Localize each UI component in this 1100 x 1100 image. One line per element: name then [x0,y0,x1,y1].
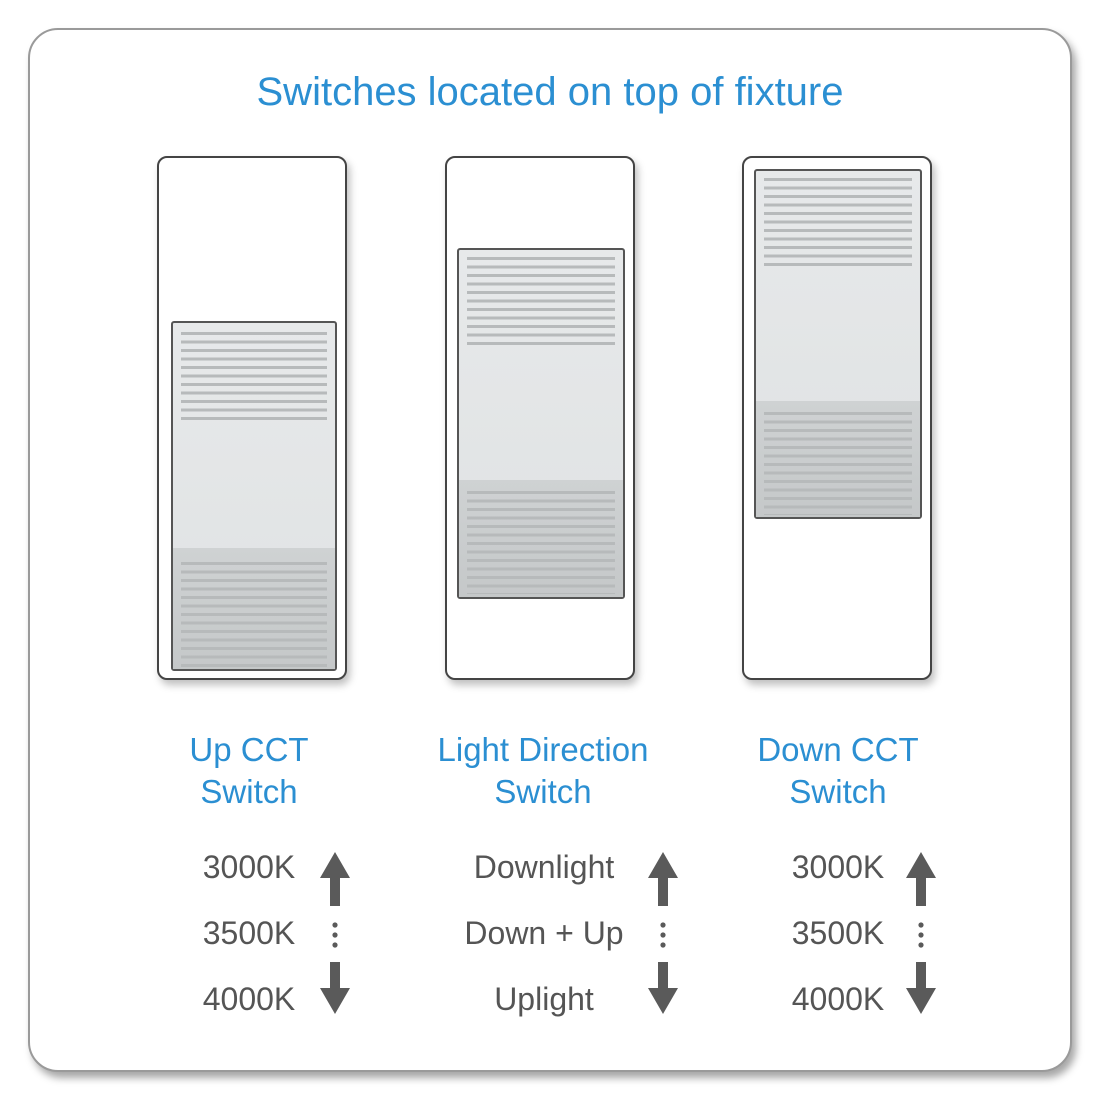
light-direction-option-bottom: Uplight [494,981,594,1017]
up-cct-option-bottom: 4000K [202,981,296,1017]
down-cct-label: Down CCT Switch [688,729,988,813]
down-cct-option-middle: 3500K [791,915,885,951]
up-cct-switch-rocker[interactable] [171,321,337,671]
up-down-arrow-icon [320,852,350,1014]
up-cct-option-top: 3000K [202,849,296,885]
label-line-2: Switch [200,773,298,810]
up-down-arrow-icon [906,852,936,1014]
light-direction-switch-rocker[interactable] [457,248,625,599]
up-cct-label: Up CCT Switch [99,729,399,813]
up-cct-option-middle: 3500K [202,915,296,951]
down-cct-option-top: 3000K [791,849,885,885]
down-cct-option-bottom: 4000K [791,981,885,1017]
label-line-1: Up CCT [189,731,309,768]
light-direction-option-middle: Down + Up [464,915,624,951]
label-line-2: Switch [494,773,592,810]
diagram-title: Switches located on top of fixture [256,70,844,114]
label-line-1: Light Direction [437,731,649,768]
label-line-1: Down CCT [757,731,919,768]
light-direction-option-top: Downlight [473,849,615,885]
up-down-arrow-icon [648,852,678,1014]
label-line-2: Switch [789,773,887,810]
down-cct-switch-rocker[interactable] [754,169,922,519]
